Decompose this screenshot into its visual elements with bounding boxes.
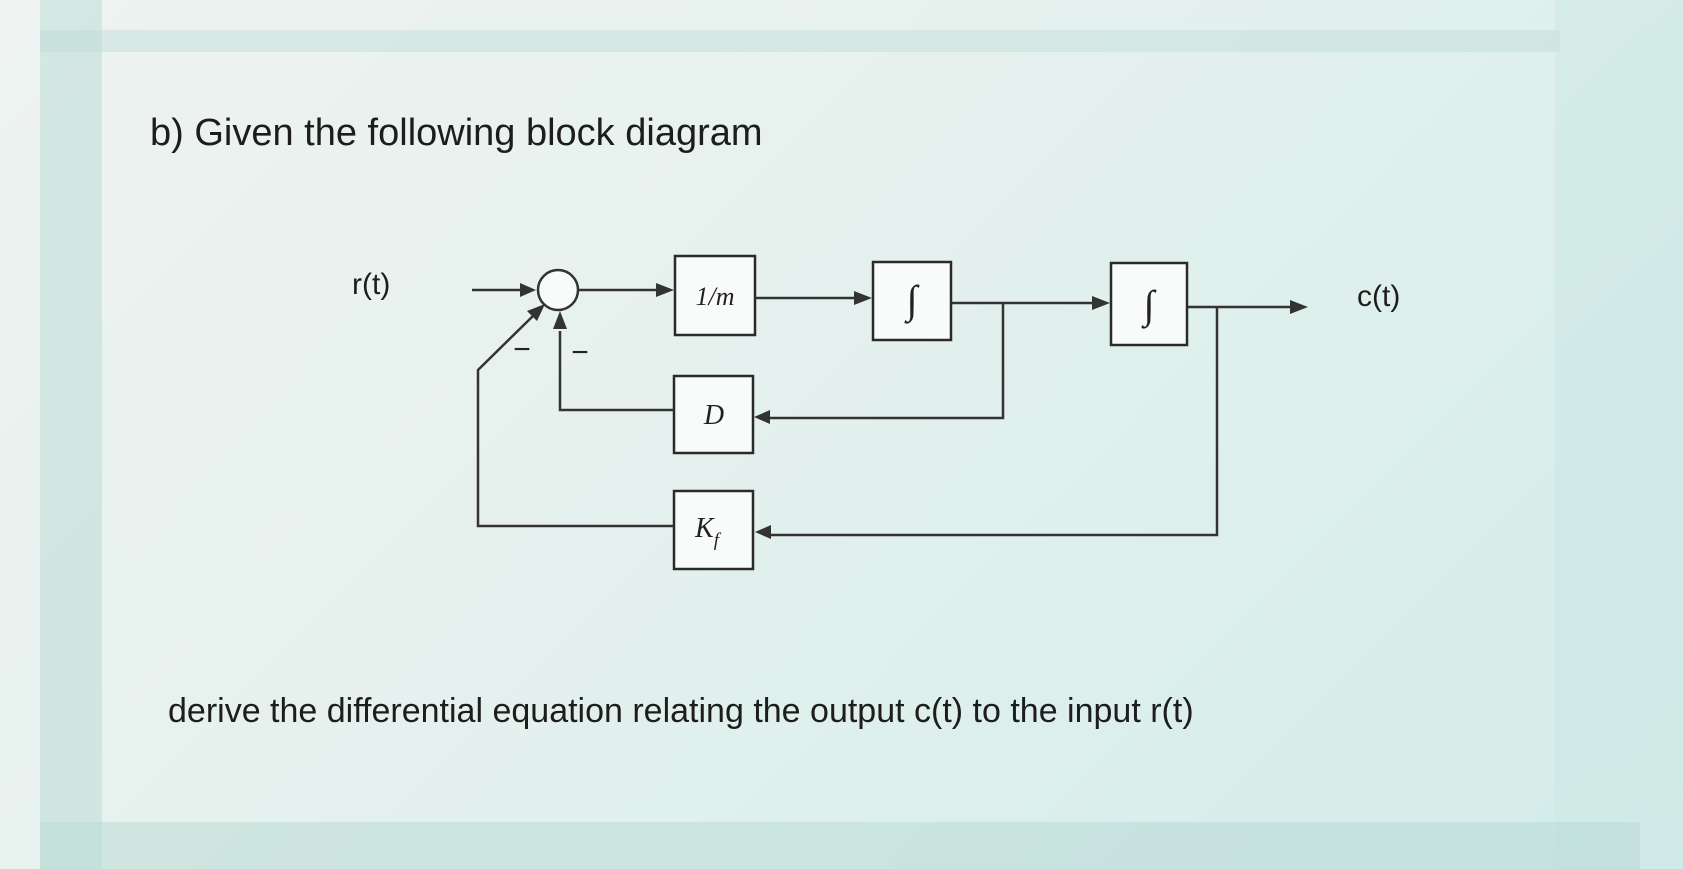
integrator-2-block: ∫ [1109, 261, 1189, 347]
inverse-mass-block: 1/m [673, 254, 757, 337]
arrow-to-inverse-mass [656, 283, 674, 297]
minus-sign-spring: − [513, 333, 531, 366]
output-signal-label: c(t) [1357, 280, 1401, 313]
minus-sign-damping: − [571, 336, 589, 369]
integrator-1-label: ∫ [904, 277, 921, 324]
frame-left-edge [40, 0, 102, 869]
output-arrow [1290, 300, 1308, 314]
spring-label-main: K [694, 513, 715, 544]
damping-label: D [703, 400, 724, 431]
frame-bottom-edge [40, 822, 1640, 869]
spring-return-arrow [527, 304, 545, 321]
spring-return-wire [476, 313, 674, 528]
damping-block: D [672, 374, 755, 455]
damping-return-wire [558, 331, 674, 412]
frame-right-edge [1555, 0, 1683, 869]
frame-top-edge [40, 30, 1560, 52]
position-feedback-wire [765, 307, 1219, 537]
summing-junction [536, 268, 580, 312]
velocity-feedback-wire [763, 303, 1005, 420]
arrow-to-spring [755, 525, 771, 539]
input-signal-label: r(t) [352, 268, 391, 301]
integrator-1-block: ∫ [871, 260, 953, 342]
input-arrow [520, 283, 536, 297]
instruction-text: derive the differential equation relatin… [168, 692, 1194, 730]
integrator-2-label: ∫ [1141, 282, 1158, 329]
arrow-to-integrator-1 [854, 291, 872, 305]
spring-block: Kf [672, 489, 755, 571]
question-title: b) Given the following block diagram [150, 112, 763, 154]
arrow-to-damping [754, 410, 770, 424]
damping-return-arrow [553, 311, 567, 329]
arrow-to-integrator-2 [1092, 296, 1110, 310]
spring-label-subscript: f [714, 530, 722, 551]
inverse-mass-label: 1/m [696, 282, 735, 311]
spring-label: Kf [694, 513, 722, 551]
